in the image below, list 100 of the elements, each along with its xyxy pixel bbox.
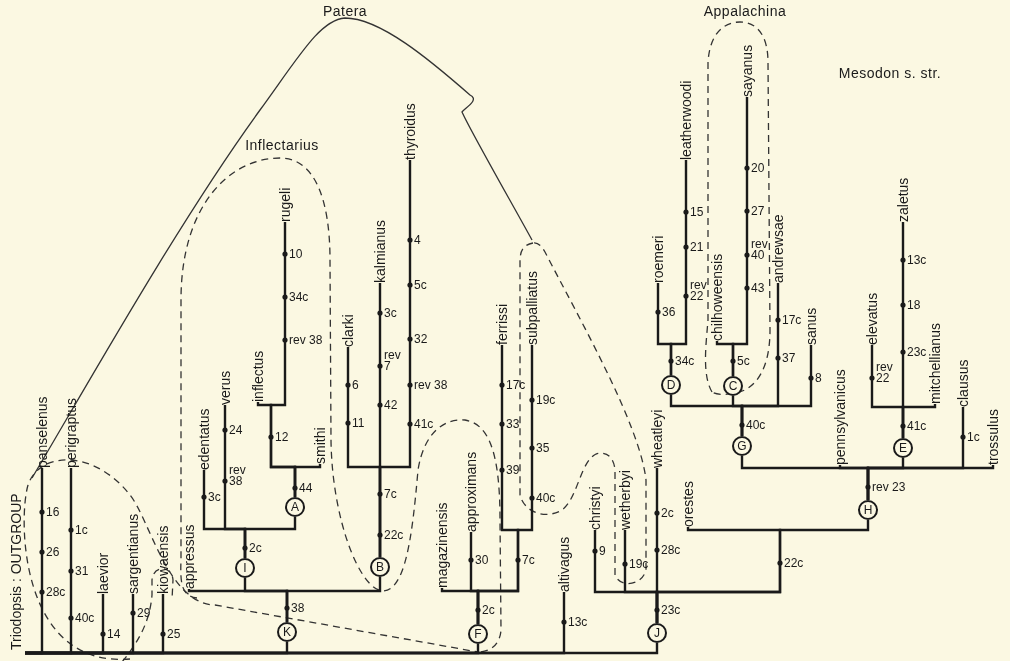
taxon-label: roemeri	[649, 235, 667, 283]
taxon-label: verus	[216, 370, 234, 405]
taxon-label: elevatus	[863, 292, 881, 345]
character-number: 22c	[784, 557, 804, 569]
character-number: 3c	[208, 491, 221, 503]
taxon-label: appressus	[180, 524, 198, 589]
character-number: 25	[167, 628, 181, 640]
taxon-label: panselenus	[33, 396, 51, 468]
branch-line	[285, 577, 382, 622]
character-number: rev 7	[384, 350, 401, 372]
character-number: 42	[384, 399, 398, 411]
outgroup-label: Triodopsis : OUTGROUP	[9, 493, 23, 650]
branch-line	[293, 464, 322, 497]
taxon-label: rugeli	[276, 187, 294, 222]
character-number: 35	[536, 442, 550, 454]
character-number: 28c	[46, 586, 66, 598]
character-number: 34c	[289, 291, 309, 303]
character-number: 17c	[782, 314, 802, 326]
character-number: 31	[75, 565, 89, 577]
taxon-label: perigraptus	[62, 397, 80, 468]
character-number: 2c	[482, 604, 495, 616]
character-number: 12	[275, 431, 289, 443]
taxon-label: sayanus	[738, 44, 756, 97]
taxon-label: clarki	[339, 314, 357, 347]
branch-line	[669, 160, 688, 375]
character-number: rev 23	[872, 481, 906, 493]
branch-line	[378, 160, 412, 557]
taxon-label: sargentianus	[124, 513, 142, 594]
character-number: 17c	[506, 379, 526, 391]
character-number: 23c	[907, 346, 927, 358]
branch-line	[476, 345, 534, 624]
character-number: 13c	[568, 616, 588, 628]
taxon-label: smithi	[311, 427, 329, 464]
taxon-label: inflectus	[249, 350, 267, 402]
branch-line	[243, 517, 297, 558]
taxon-label: approximans	[462, 451, 480, 532]
branch-line	[901, 404, 937, 438]
character-number: 26	[46, 546, 60, 558]
branch-line	[866, 465, 995, 500]
character-number: 28c	[661, 544, 681, 556]
taxon-label: orestes	[679, 481, 697, 527]
character-number: 2c	[249, 542, 262, 554]
clade-name: Appalachina	[703, 4, 787, 18]
taxon-label: kiowaensis	[154, 525, 172, 594]
character-number: 18	[907, 299, 921, 311]
character-number: 33	[506, 418, 520, 430]
character-number: 7c	[522, 554, 535, 566]
character-number: 10	[289, 248, 303, 260]
character-number: 5c	[737, 355, 750, 367]
taxon-label: edentatus	[195, 408, 213, 470]
branch-line	[731, 97, 749, 376]
character-number: 22c	[384, 529, 404, 541]
taxon-label: wetherbyi	[616, 470, 634, 530]
branch-line	[655, 520, 870, 623]
character-number: 39	[506, 464, 520, 476]
character-number: 32	[414, 333, 428, 345]
character-number: 41c	[414, 418, 434, 430]
branch-line	[740, 345, 813, 436]
taxon-label: altivagus	[555, 536, 573, 592]
taxon-label: mitchellianus	[926, 323, 944, 404]
character-number: 21	[690, 241, 704, 253]
character-number: 2c	[661, 507, 674, 519]
taxon-label: sanus	[802, 307, 820, 345]
taxon-label: subpalliatus	[523, 271, 541, 345]
character-number: 27	[751, 205, 765, 217]
character-number: 6	[352, 379, 359, 391]
character-number: 19c	[536, 394, 556, 406]
character-number: 1c	[967, 431, 980, 443]
character-number: 40c	[746, 419, 766, 431]
character-number: 5c	[414, 279, 427, 291]
character-number: 24	[229, 424, 243, 436]
taxon-label: clausus	[954, 359, 972, 407]
character-number: 3c	[384, 307, 397, 319]
character-number: 38	[291, 602, 305, 614]
character-number: 20	[751, 162, 765, 174]
taxon-label: kalmianus	[371, 219, 389, 283]
character-number: 29	[137, 607, 151, 619]
character-number: rev 22	[876, 362, 893, 384]
character-number: 16	[46, 506, 60, 518]
character-number: rev 22	[690, 280, 707, 302]
character-number: 4	[414, 234, 421, 246]
character-number: rev 38	[229, 465, 246, 487]
character-number: 36	[662, 306, 676, 318]
character-number: rev 38	[289, 334, 323, 346]
taxon-label: laevior	[94, 552, 112, 594]
character-number: rev 38	[414, 379, 448, 391]
character-number: 30	[475, 554, 489, 566]
taxon-label: chilhoweensis	[708, 253, 726, 341]
character-number: 37	[782, 352, 796, 364]
taxon-label: leatherwoodi	[677, 80, 695, 160]
taxon-label: wheatleyi	[648, 409, 666, 468]
character-number: rev 40	[751, 239, 768, 261]
branch-line	[23, 643, 659, 655]
taxon-label: christyi	[586, 486, 604, 530]
taxon-label: thyroidus	[401, 103, 419, 160]
taxon-label: pennsylvanicus	[831, 369, 849, 465]
character-number: 19c	[629, 558, 649, 570]
character-number: 13c	[907, 254, 927, 266]
clade-name: Patera	[322, 4, 368, 18]
taxon-label: ferrissi	[493, 303, 511, 345]
